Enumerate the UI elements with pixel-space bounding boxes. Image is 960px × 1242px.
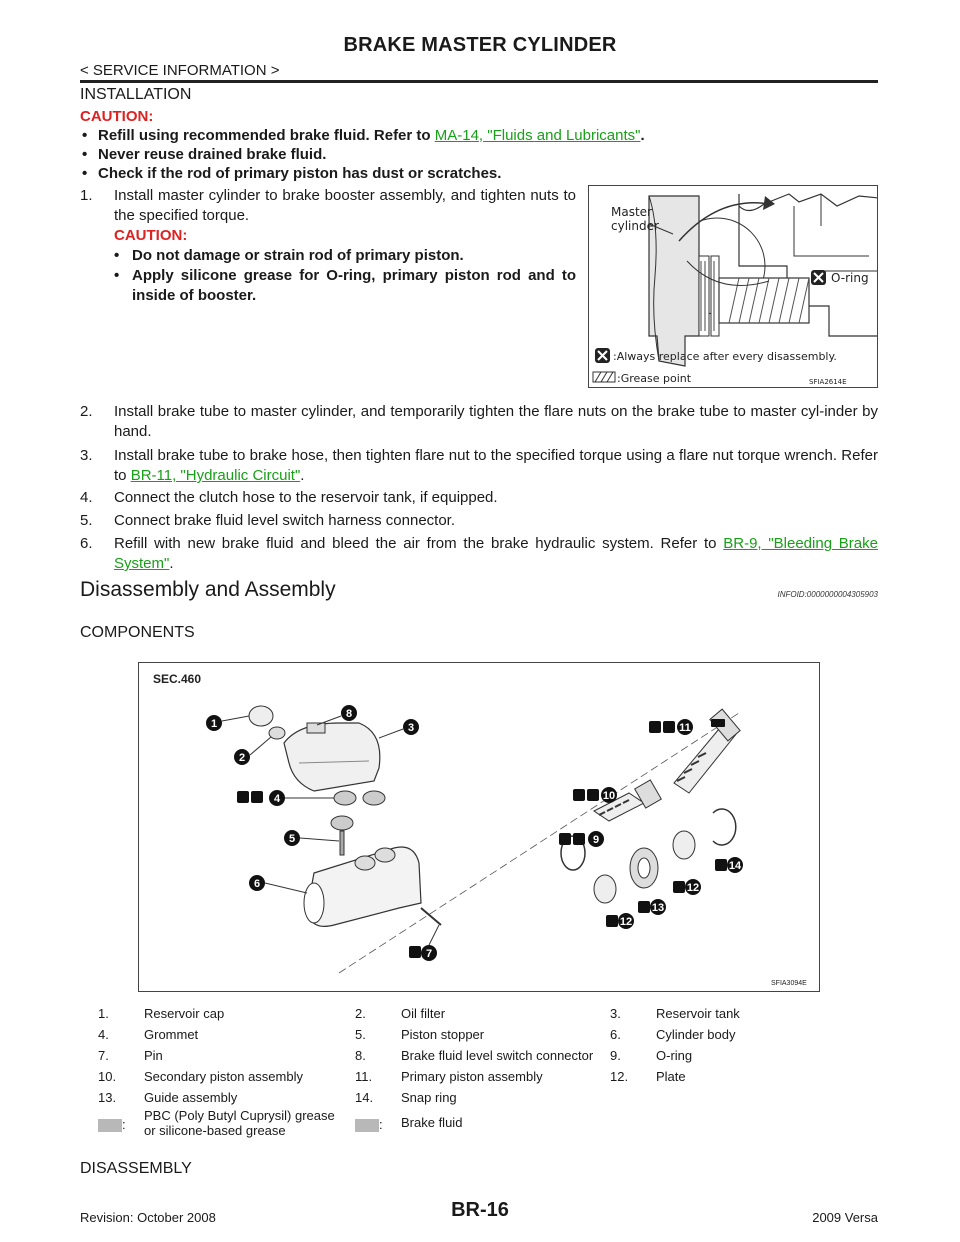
- legend-replace: :Always replace after every disassembly.: [613, 350, 837, 363]
- step-5: 5. Connect brake fluid level switch harn…: [80, 512, 456, 529]
- svg-text:2: 2: [239, 752, 245, 764]
- disassembly-assembly-heading: Disassembly and Assembly: [80, 578, 336, 601]
- figure2-code: SFIA3094E: [771, 980, 807, 987]
- fluids-lubricants-link[interactable]: MA-14, "Fluids and Lubricants": [434, 127, 641, 144]
- legend-row: 10.Secondary piston assembly 11.Primary …: [98, 1069, 686, 1084]
- svg-text:14: 14: [729, 860, 742, 872]
- svg-text:1: 1: [211, 718, 217, 730]
- fluid-swatch-legend: :: [355, 1117, 383, 1133]
- svg-text:8: 8: [346, 708, 352, 720]
- hydraulic-circuit-link[interactable]: BR-11, "Hydraulic Circuit": [130, 467, 301, 484]
- label-oring: O-ring: [831, 271, 869, 285]
- step-6: 6. Refill with new brake fluid and bleed…: [80, 535, 878, 572]
- svg-text:13: 13: [652, 902, 664, 914]
- step-4: 4. Connect the clutch hose to the reserv…: [80, 489, 498, 506]
- page-title: BRAKE MASTER CYLINDER: [343, 34, 617, 56]
- model-label: 2009 Versa: [812, 1210, 878, 1225]
- grease-legend-icon: [592, 371, 616, 383]
- callout-5: 5: [284, 830, 300, 846]
- svg-text:4: 4: [274, 793, 281, 805]
- components-legend: 1.Reservoir cap 2.Oil filter 3.Reservoir…: [98, 1006, 878, 1145]
- grease-swatch-icon: [98, 1119, 122, 1133]
- components-heading: COMPONENTS: [80, 624, 195, 641]
- legend-grease: :Grease point: [617, 372, 692, 385]
- legend-row: 1.Reservoir cap 2.Oil filter 3.Reservoir…: [98, 1006, 740, 1021]
- figure1-drawing: Master cylinder O-ring :Always replace a…: [592, 193, 877, 386]
- replace-legend-icon: [595, 348, 610, 363]
- info-id: INFOID:0000000004305903: [777, 590, 878, 599]
- svg-text:3: 3: [408, 722, 414, 734]
- callout-1: 1: [206, 715, 222, 731]
- callout-11: 11: [677, 719, 693, 735]
- caution-item-3: •Check if the rod of primary piston has …: [82, 165, 502, 182]
- header-rule: [80, 80, 878, 83]
- legend-row: 4.Grommet 5.Piston stopper 6.Cylinder bo…: [98, 1027, 736, 1042]
- components-exploded-figure: SEC.460: [138, 662, 820, 992]
- callout-12b: 12: [685, 879, 701, 895]
- svg-text:12: 12: [620, 916, 632, 928]
- grease-swatch-legend: :: [98, 1117, 126, 1133]
- revision-label: Revision: October 2008: [80, 1210, 216, 1225]
- callout-4: 4: [269, 790, 285, 806]
- legend-row: 13.Guide assembly 14.Snap ring: [98, 1090, 457, 1105]
- fluid-swatch-icon: [355, 1119, 379, 1133]
- bleeding-brake-link[interactable]: BR-9, "Bleeding Brake System": [114, 535, 878, 572]
- caution-item-2: •Never reuse drained brake fluid.: [82, 146, 327, 163]
- label-master: Master: [611, 205, 652, 219]
- svg-text:10: 10: [603, 790, 615, 802]
- figure2-drawing: SEC.460: [153, 672, 807, 987]
- page-number: BR-16: [451, 1199, 509, 1221]
- sec-label: SEC.460: [153, 672, 201, 686]
- caution-item-1: •Refill using recommended brake fluid. R…: [82, 127, 645, 144]
- step-2: 2. Install brake tube to master cylinder…: [80, 403, 878, 440]
- callout-10: 10: [601, 787, 617, 803]
- step-3: 3. Install brake tube to brake hose, the…: [80, 447, 878, 484]
- svg-text:6: 6: [254, 878, 260, 890]
- figure1-code: SFIA2614E: [809, 378, 847, 386]
- legend-symbol-row: : PBC (Poly Butyl Cuprysil) grease or si…: [98, 1108, 878, 1145]
- callout-12a: 12: [618, 913, 634, 929]
- label-cylinder: cylinder: [611, 219, 659, 233]
- disassembly-heading: DISASSEMBLY: [80, 1160, 192, 1177]
- step-1: 1. Install master cylinder to brake boos…: [80, 187, 576, 224]
- fluid-description: Brake fluid: [401, 1115, 463, 1130]
- installation-heading: INSTALLATION: [80, 86, 192, 103]
- grease-description: PBC (Poly Butyl Cuprysil) grease or sili…: [144, 1108, 335, 1138]
- callout-14: 14: [727, 857, 743, 873]
- callout-3: 3: [403, 719, 419, 735]
- callout-6: 6: [249, 875, 265, 891]
- section-label: < SERVICE INFORMATION >: [80, 62, 280, 79]
- legend-row: 7.Pin 8.Brake fluid level switch connect…: [98, 1048, 693, 1063]
- replace-icon: [811, 270, 826, 285]
- callout-9: 9: [588, 831, 604, 847]
- svg-text:9: 9: [593, 834, 599, 846]
- step1-caution-label: CAUTION:: [114, 227, 188, 244]
- master-cylinder-install-figure: Master cylinder O-ring :Always replace a…: [588, 185, 878, 388]
- callout-2: 2: [234, 749, 250, 765]
- callout-7: 7: [421, 945, 437, 961]
- step1-caution-2: •Apply silicone grease for O-ring, prima…: [114, 267, 576, 304]
- svg-text:12: 12: [687, 882, 699, 894]
- callout-13: 13: [650, 899, 666, 915]
- caution-label: CAUTION:: [80, 108, 154, 125]
- step1-caution-1: •Do not damage or strain rod of primary …: [114, 247, 464, 264]
- callout-8: 8: [341, 705, 357, 721]
- svg-text:5: 5: [289, 833, 295, 845]
- svg-text:7: 7: [426, 948, 432, 960]
- svg-text:11: 11: [679, 722, 691, 734]
